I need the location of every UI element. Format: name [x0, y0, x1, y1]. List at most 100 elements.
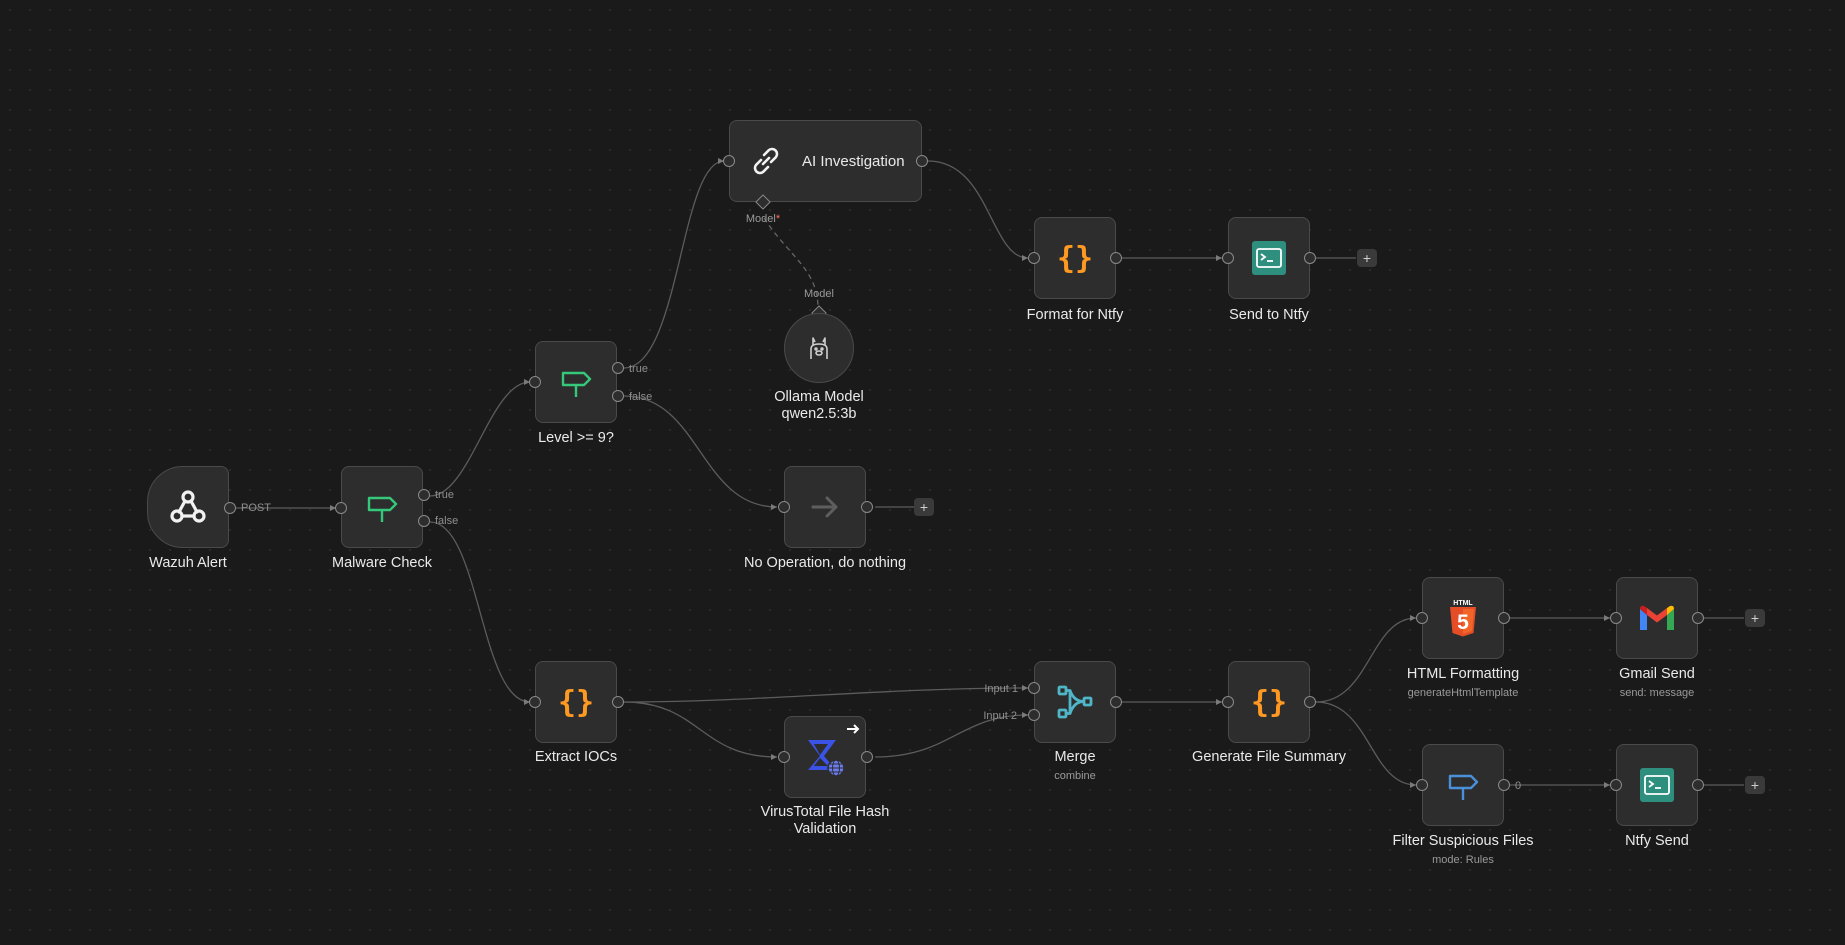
malware-true-label: true — [435, 489, 454, 501]
node-wazuh-alert[interactable] — [147, 466, 229, 548]
ntfy-send-input-port[interactable] — [1610, 779, 1622, 791]
gmail-add-node-button[interactable]: + — [1745, 609, 1765, 627]
merge-title: Merge — [1054, 749, 1096, 765]
merge-input2-port[interactable] — [1028, 709, 1040, 721]
noop-output-port[interactable] — [861, 501, 873, 513]
node-send-to-ntfy[interactable] — [1228, 217, 1310, 299]
format-output-port[interactable] — [1110, 252, 1122, 264]
html-formatting-subtitle: generateHtmlTemplate — [1407, 687, 1519, 699]
send-ntfy-output-port[interactable] — [1304, 252, 1316, 264]
send-ntfy-input-port[interactable] — [1222, 252, 1234, 264]
arrow-right-icon — [805, 487, 845, 527]
gmail-send-subtitle: send: message — [1619, 687, 1695, 699]
code-braces-icon: {} — [1249, 682, 1289, 722]
virustotal-title-line2: Validation — [793, 821, 857, 837]
merge-input1-label: Input 1 — [984, 683, 1018, 695]
send-ntfy-title: Send to Ntfy — [1229, 307, 1309, 323]
node-virustotal[interactable] — [784, 716, 866, 798]
ollama-subtitle: qwen2.5:3b — [781, 406, 857, 422]
node-no-operation[interactable] — [784, 466, 866, 548]
extract-iocs-title: Extract IOCs — [534, 749, 618, 765]
node-extract-iocs[interactable]: {} — [535, 661, 617, 743]
vt-output-port[interactable] — [861, 751, 873, 763]
svg-text:{}: {} — [1251, 685, 1287, 720]
node-generate-file-summary[interactable]: {} — [1228, 661, 1310, 743]
edge-level-noop — [623, 395, 778, 508]
ai-input-port[interactable] — [723, 155, 735, 167]
format-input-port[interactable] — [1028, 252, 1040, 264]
edge-extract-vt — [623, 701, 778, 758]
wazuh-alert-title: Wazuh Alert — [149, 555, 227, 571]
gmail-icon — [1637, 598, 1677, 638]
node-html-formatting[interactable]: HTML 5 — [1422, 577, 1504, 659]
merge-icon — [1055, 682, 1095, 722]
if-signpost-icon — [1443, 765, 1483, 805]
filter-files-title: Filter Suspicious Files — [1392, 833, 1534, 849]
gmail-input-port[interactable] — [1610, 612, 1622, 624]
level-false-port[interactable] — [612, 390, 624, 402]
node-malware-check[interactable] — [341, 466, 423, 548]
generate-summary-title: Generate File Summary — [1192, 749, 1346, 765]
format-ntfy-title: Format for Ntfy — [1026, 307, 1124, 323]
ai-investigation-title: AI Investigation — [802, 152, 905, 170]
summary-output-port[interactable] — [1304, 696, 1316, 708]
edge-malware-level — [429, 381, 531, 497]
malware-true-port[interactable] — [418, 489, 430, 501]
edge-summary-html — [1315, 617, 1417, 703]
html-input-port[interactable] — [1416, 612, 1428, 624]
malware-check-title: Malware Check — [332, 555, 432, 571]
edge-ai-format — [927, 160, 1029, 259]
sigma-globe-icon — [802, 734, 848, 780]
level-check-title: Level >= 9? — [538, 430, 614, 446]
wazuh-output-port[interactable] — [224, 502, 236, 514]
node-ntfy-send[interactable] — [1616, 744, 1698, 826]
llama-icon — [799, 328, 839, 368]
edge-summary-filter — [1315, 701, 1417, 786]
edge-extract-merge — [623, 687, 1029, 703]
merge-input2-label: Input 2 — [983, 710, 1017, 722]
node-merge[interactable] — [1034, 661, 1116, 743]
noop-input-port[interactable] — [778, 501, 790, 513]
ntfy-send-title: Ntfy Send — [1625, 833, 1689, 849]
level-true-port[interactable] — [612, 362, 624, 374]
html-formatting-title: HTML Formatting — [1406, 666, 1520, 682]
ai-output-port[interactable] — [916, 155, 928, 167]
filter-output-port[interactable] — [1498, 779, 1510, 791]
ollama-title: Ollama Model — [774, 389, 864, 405]
malware-false-port[interactable] — [418, 515, 430, 527]
if-signpost-icon — [362, 487, 402, 527]
webhook-icon — [168, 487, 208, 527]
terminal-icon — [1249, 238, 1289, 278]
merge-input1-port[interactable] — [1028, 682, 1040, 694]
node-filter-suspicious-files[interactable] — [1422, 744, 1504, 826]
code-braces-icon: {} — [1055, 238, 1095, 278]
send-ntfy-add-node-button[interactable]: + — [1357, 249, 1377, 267]
node-format-ntfy[interactable]: {} — [1034, 217, 1116, 299]
no-operation-title: No Operation, do nothing — [743, 555, 907, 571]
vt-input-port[interactable] — [778, 751, 790, 763]
merge-output-port[interactable] — [1110, 696, 1122, 708]
noop-add-node-button[interactable]: + — [914, 498, 934, 516]
node-ollama-model[interactable] — [784, 313, 854, 383]
node-level-check[interactable] — [535, 341, 617, 423]
node-ai-investigation[interactable]: AI Investigation — [729, 120, 922, 202]
extract-input-port[interactable] — [529, 696, 541, 708]
html-output-port[interactable] — [1498, 612, 1510, 624]
ntfy-send-output-port[interactable] — [1692, 779, 1704, 791]
malware-input-port[interactable] — [335, 502, 347, 514]
level-input-port[interactable] — [529, 376, 541, 388]
svg-text:{}: {} — [558, 685, 594, 720]
extract-output-port[interactable] — [612, 696, 624, 708]
gmail-output-port[interactable] — [1692, 612, 1704, 624]
gmail-send-title: Gmail Send — [1619, 666, 1695, 682]
summary-input-port[interactable] — [1222, 696, 1234, 708]
filter-input-port[interactable] — [1416, 779, 1428, 791]
ollama-port-label: Model — [804, 288, 834, 300]
ntfy-send-add-node-button[interactable]: + — [1745, 776, 1765, 794]
virustotal-title-line1: VirusTotal File Hash — [760, 804, 890, 820]
level-false-label: false — [629, 391, 653, 403]
node-gmail-send[interactable] — [1616, 577, 1698, 659]
filter-files-subtitle: mode: Rules — [1432, 854, 1494, 866]
